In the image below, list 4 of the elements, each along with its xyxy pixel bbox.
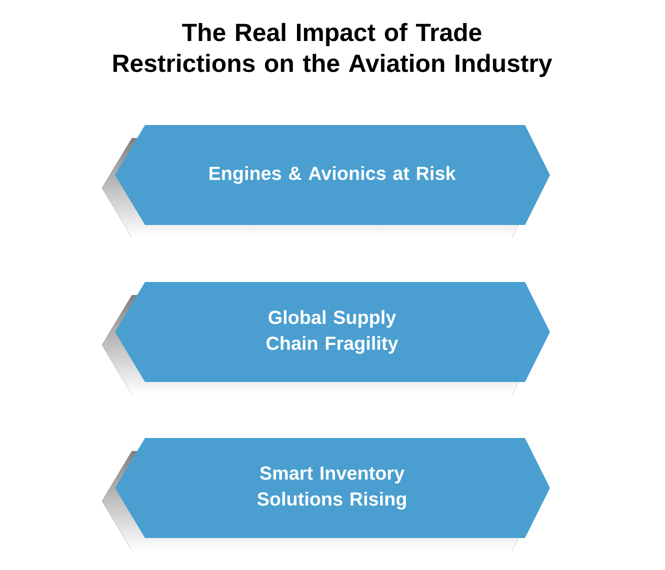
hexagon-banner: Engines & Avionics at Risk (102, 124, 550, 238)
hexagon-banner: Smart Inventory Solutions Rising (102, 438, 550, 551)
title: The Real Impact of Trade Restrictions on the Aviation Industry (113, 22, 552, 78)
hexagon-banner: Global Supply Chain Fragility (102, 282, 550, 395)
